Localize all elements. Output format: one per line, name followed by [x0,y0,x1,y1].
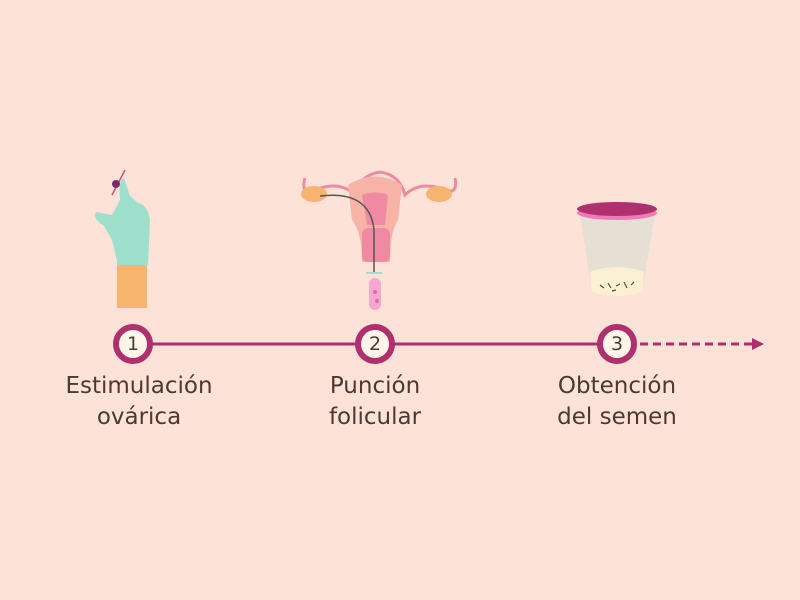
step-1-label: Estimulación ovárica [29,371,249,433]
uterus-follicle-puncture-icon [301,170,457,310]
step-1-label-line1: Estimulación [65,373,213,399]
step-3-label: Obtención del semen [507,371,727,433]
step-3-label-line2: del semen [557,404,677,430]
step-1-circle [113,324,153,364]
step-2-label-line2: folicular [328,404,422,430]
step-2-circle [355,324,395,364]
step-number-2: 2 [368,333,382,355]
step-2-label-line1: Punción [329,373,421,399]
semen-sample-cup-icon [577,202,657,296]
arrow-head-icon [752,338,764,350]
step-3-label-line1: Obtención [557,373,677,399]
step-number-1: 1 [126,333,140,355]
step-number-3: 3 [610,333,624,355]
step-2-label: Punción folicular [265,371,485,433]
step-1-label-line2: ovárica [96,404,182,430]
gloved-hand-injection-icon [95,169,150,308]
step-3-circle [597,324,637,364]
